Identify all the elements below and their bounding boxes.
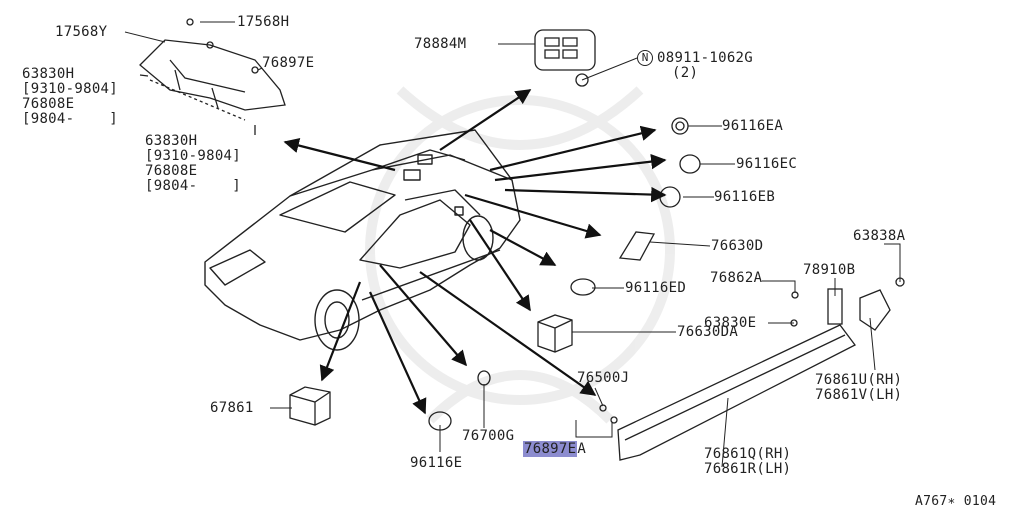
- label-17568H: 17568H: [237, 14, 290, 30]
- label-67861: 67861: [210, 400, 254, 416]
- label-76500J: 76500J: [577, 370, 630, 386]
- label-9804-a: [9804- ]: [22, 111, 119, 127]
- label-78910B: 78910B: [803, 262, 856, 278]
- label-9804-b: [9804- ]: [145, 178, 242, 194]
- roof-bracket-part: [139, 18, 286, 135]
- label-76861R: 76861R(LH): [704, 461, 792, 477]
- label-76630DA: 76630DA: [677, 324, 739, 340]
- label-96116EB: 96116EB: [714, 189, 776, 205]
- label-9310-b: [9310-9804]: [145, 148, 242, 164]
- label-96116EA: 96116EA: [722, 118, 784, 134]
- label-76897E-top: 76897E: [262, 55, 315, 71]
- label-17568Y: 17568Y: [55, 24, 108, 40]
- label-78884M: 78884M: [414, 36, 467, 52]
- label-08911-1062G: 08911-1062G: [657, 50, 754, 66]
- arrows: [283, 89, 667, 415]
- highlighted-part-number: 76897E: [523, 441, 578, 457]
- label-08911-qty: (2): [672, 65, 699, 81]
- label-9310-a: [9310-9804]: [22, 81, 119, 97]
- label-76861U: 76861U(RH): [815, 372, 903, 388]
- label-96116EC: 96116EC: [736, 156, 798, 172]
- label-76808E-a: 76808E: [22, 96, 75, 112]
- part-shapes: [289, 29, 905, 461]
- part-suffix: A: [577, 441, 587, 457]
- label-76862A: 76862A: [710, 270, 763, 286]
- label-63830H-a: 63830H: [22, 66, 75, 82]
- label-76861V: 76861V(LH): [815, 387, 903, 403]
- label-63830H-b: 63830H: [145, 133, 198, 149]
- diagram-code: A767∗ 0104: [915, 494, 997, 509]
- label-96116E: 96116E: [410, 455, 463, 471]
- label-63838A: 63838A: [853, 228, 906, 244]
- label-76630D: 76630D: [711, 238, 764, 254]
- label-76861Q: 76861Q(RH): [704, 446, 792, 462]
- car-body-outline: [204, 129, 521, 351]
- label-63830E: 63830E: [704, 315, 757, 331]
- label-96116ED: 96116ED: [625, 280, 687, 296]
- label-76700G: 76700G: [462, 428, 515, 444]
- label-76897EA: 76897EA: [523, 441, 586, 457]
- n-circle-icon: N: [637, 50, 653, 66]
- label-76808E-b: 76808E: [145, 163, 198, 179]
